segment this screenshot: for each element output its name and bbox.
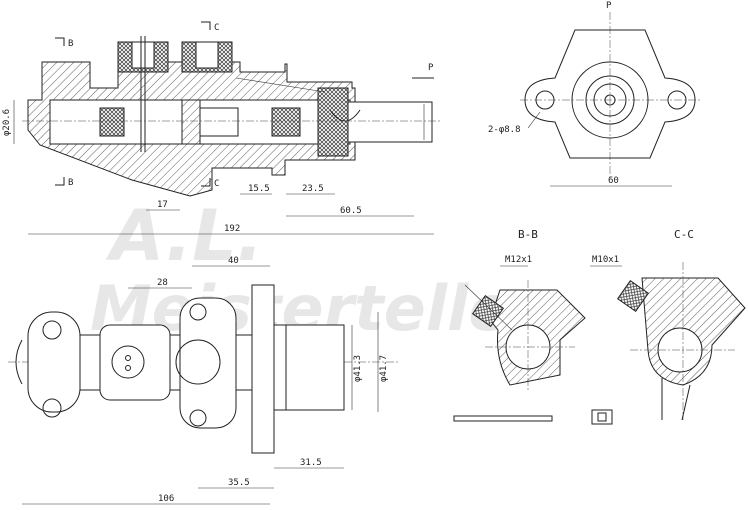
dimension-label: 2-φ8.8 <box>488 125 521 135</box>
dimension-label: 60.5 <box>340 206 362 216</box>
dimension-label: 23.5 <box>302 184 324 194</box>
dimension-label: φ20.6 <box>2 109 12 136</box>
dimension-label: 28 <box>157 278 168 288</box>
dimension-label: P <box>606 1 612 11</box>
end-view: P 2-φ8.8 60 <box>488 1 700 187</box>
dimension-label: A.L. <box>105 195 263 277</box>
dimension-label: 40 <box>228 256 239 266</box>
dimension-label: C <box>214 23 219 33</box>
dimension-label: P <box>428 63 434 73</box>
watermark: A.L. Meistertelle <box>90 195 510 345</box>
longitudinal-section: B B C C P φ20.6 17 15.5 23.5 60.5 192 <box>2 21 440 235</box>
dimension-label: B-B <box>518 228 538 241</box>
dimension-label: M12x1 <box>505 255 532 265</box>
dimension-label: C-C <box>674 228 694 241</box>
dimension-label: φ41.7 <box>379 355 389 382</box>
section-c-c: C-C M10x1 <box>590 228 746 421</box>
dimension-label: M10x1 <box>592 255 619 265</box>
dimension-label: 35.5 <box>228 478 250 488</box>
outer-view: 40 28 φ41.3 φ41.7 31.5 35.5 106 <box>8 256 400 505</box>
section-b-b: B-B M12x1 <box>464 228 586 390</box>
dimension-label: B <box>68 178 73 188</box>
dimension-label: B <box>68 39 73 49</box>
dimension-label: 31.5 <box>300 458 322 468</box>
dimension-label: 192 <box>224 224 240 234</box>
dimension-label: 106 <box>158 494 174 504</box>
dimension-label: 60 <box>608 176 619 186</box>
small-parts <box>453 409 613 425</box>
dimension-label: C <box>214 179 219 189</box>
dimension-label: φ41.3 <box>353 355 363 382</box>
dimension-label: 15.5 <box>248 184 270 194</box>
dimension-label: 17 <box>157 200 168 210</box>
